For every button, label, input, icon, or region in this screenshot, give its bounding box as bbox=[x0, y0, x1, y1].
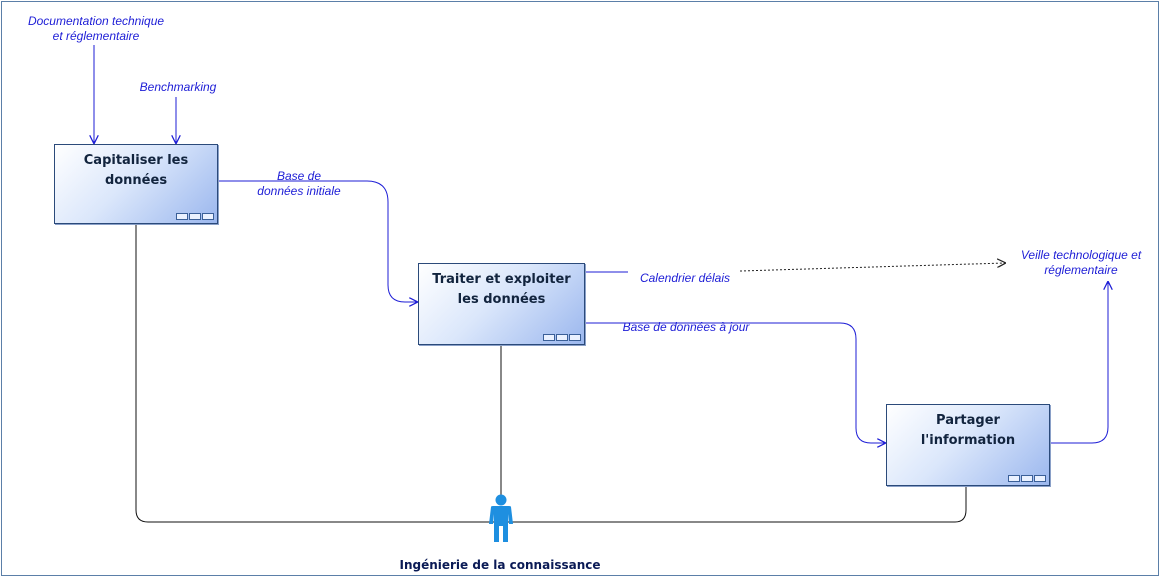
output-label-veille: Veille technologique et réglementaire bbox=[1020, 248, 1142, 277]
actor-label: Ingénierie de la connaissance bbox=[399, 558, 601, 572]
input-label-doc-tech: Documentation technique et réglementaire bbox=[27, 14, 165, 43]
arrow-veille bbox=[1050, 282, 1108, 444]
person-icon bbox=[485, 494, 517, 549]
process-box-capitaliser[interactable]: Capitaliser les données bbox=[54, 144, 218, 224]
flow-label-base-a-jour: Base de données à jour bbox=[622, 320, 750, 334]
process-box-partager[interactable]: Partager l'information bbox=[886, 404, 1050, 486]
mechanism-line bbox=[135, 224, 967, 523]
input-label-benchmarking: Benchmarking bbox=[139, 80, 217, 94]
box-tag-icon bbox=[176, 213, 214, 220]
process-title: Traiter et exploiter les données bbox=[432, 272, 571, 307]
process-box-traiter[interactable]: Traiter et exploiter les données bbox=[418, 263, 585, 345]
arrow-base-a-jour bbox=[585, 322, 885, 443]
process-title: Capitaliser les données bbox=[83, 153, 189, 188]
box-tag-icon bbox=[543, 334, 581, 341]
arrow-base-initiale bbox=[218, 180, 417, 302]
box-tag-icon bbox=[1008, 475, 1046, 482]
process-title: Partager l'information bbox=[920, 413, 1016, 448]
flow-label-base-initiale: Base de données initiale bbox=[257, 169, 341, 198]
flow-label-calendrier: Calendrier délais bbox=[639, 271, 731, 285]
